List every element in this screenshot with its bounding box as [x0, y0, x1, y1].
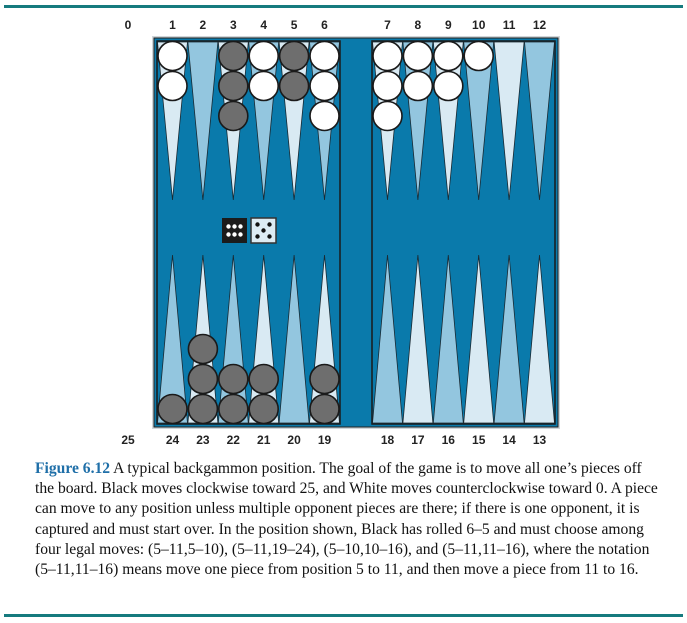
- point-label-17: 17: [411, 433, 425, 447]
- die-five: [250, 217, 277, 244]
- white-checker[interactable]: [372, 40, 403, 72]
- black-checker[interactable]: [218, 363, 249, 395]
- point-label-19: 19: [318, 433, 332, 447]
- point-label-23: 23: [196, 433, 210, 447]
- black-checker[interactable]: [218, 40, 249, 72]
- die-pip: [255, 222, 260, 227]
- white-checker[interactable]: [463, 40, 495, 72]
- die-pip: [255, 234, 260, 239]
- white-checker[interactable]: [248, 70, 280, 102]
- point-label-24: 24: [166, 433, 180, 447]
- white-checker[interactable]: [432, 40, 464, 72]
- point-label-20: 20: [287, 433, 301, 447]
- die-pip: [261, 228, 266, 233]
- white-checker[interactable]: [309, 70, 340, 102]
- point-label-15: 15: [472, 433, 486, 447]
- point-2[interactable]: [187, 41, 219, 201]
- point-14[interactable]: [493, 254, 525, 424]
- top-rule: [4, 5, 683, 8]
- black-checker[interactable]: [157, 393, 188, 425]
- black-checker[interactable]: [309, 393, 340, 425]
- point-label-14: 14: [502, 433, 516, 447]
- right-half: [371, 40, 556, 425]
- caption-text: A typical backgammon position. The goal …: [35, 460, 658, 579]
- board-surface: [153, 37, 559, 428]
- die-pip: [232, 232, 237, 237]
- black-checker[interactable]: [218, 393, 249, 425]
- black-checker[interactable]: [187, 393, 219, 425]
- black-checker[interactable]: [187, 363, 219, 395]
- black-checker[interactable]: [278, 40, 310, 72]
- point-label-22: 22: [227, 433, 241, 447]
- point-18[interactable]: [372, 254, 403, 424]
- white-checker[interactable]: [402, 70, 434, 102]
- left-half: [156, 40, 341, 425]
- point-label-9: 9: [445, 18, 452, 32]
- black-checker[interactable]: [248, 363, 280, 395]
- white-checker[interactable]: [309, 40, 340, 72]
- black-checker[interactable]: [218, 100, 249, 132]
- point-label-5: 5: [291, 18, 298, 32]
- die-pip: [238, 224, 243, 229]
- white-checker[interactable]: [248, 40, 280, 72]
- die-pip: [232, 224, 237, 229]
- bottom-rule: [4, 614, 683, 617]
- black-checker[interactable]: [187, 333, 219, 365]
- white-checker[interactable]: [157, 40, 188, 72]
- white-checker[interactable]: [372, 100, 403, 132]
- point-12[interactable]: [524, 41, 555, 201]
- point-label-16: 16: [442, 433, 456, 447]
- die-pip: [226, 232, 231, 237]
- point-label-8: 8: [415, 18, 422, 32]
- black-checker[interactable]: [218, 70, 249, 102]
- point-15[interactable]: [463, 254, 495, 424]
- figure-label: Figure 6.12: [35, 460, 111, 477]
- figure-caption: Figure 6.12 A typical backgammon positio…: [35, 459, 660, 580]
- white-checker[interactable]: [432, 70, 464, 102]
- point-17[interactable]: [402, 254, 434, 424]
- label-bar-0: 0: [125, 18, 132, 32]
- point-label-18: 18: [381, 433, 395, 447]
- white-checker[interactable]: [309, 100, 340, 132]
- label-bar-25: 25: [121, 433, 135, 447]
- point-label-4: 4: [260, 18, 267, 32]
- point-label-2: 2: [200, 18, 207, 32]
- white-checker[interactable]: [372, 70, 403, 102]
- point-label-3: 3: [230, 18, 237, 32]
- die-pip: [226, 224, 231, 229]
- point-label-6: 6: [321, 18, 328, 32]
- point-label-13: 13: [533, 433, 547, 447]
- point-label-1: 1: [169, 18, 176, 32]
- point-16[interactable]: [432, 254, 464, 424]
- point-11[interactable]: [493, 41, 525, 201]
- white-checker[interactable]: [157, 70, 188, 102]
- die-pip: [267, 222, 272, 227]
- point-label-11: 11: [503, 18, 516, 32]
- point-label-12: 12: [533, 18, 547, 32]
- point-label-7: 7: [384, 18, 391, 32]
- white-checker[interactable]: [402, 40, 434, 72]
- die-pip: [267, 234, 272, 239]
- die-pip: [238, 232, 243, 237]
- black-checker[interactable]: [278, 70, 310, 102]
- point-20[interactable]: [278, 254, 310, 424]
- point-label-21: 21: [257, 433, 271, 447]
- point-13[interactable]: [524, 254, 555, 424]
- black-checker[interactable]: [248, 393, 280, 425]
- black-checker[interactable]: [309, 363, 340, 395]
- die-six: [222, 218, 247, 243]
- point-label-10: 10: [472, 18, 486, 32]
